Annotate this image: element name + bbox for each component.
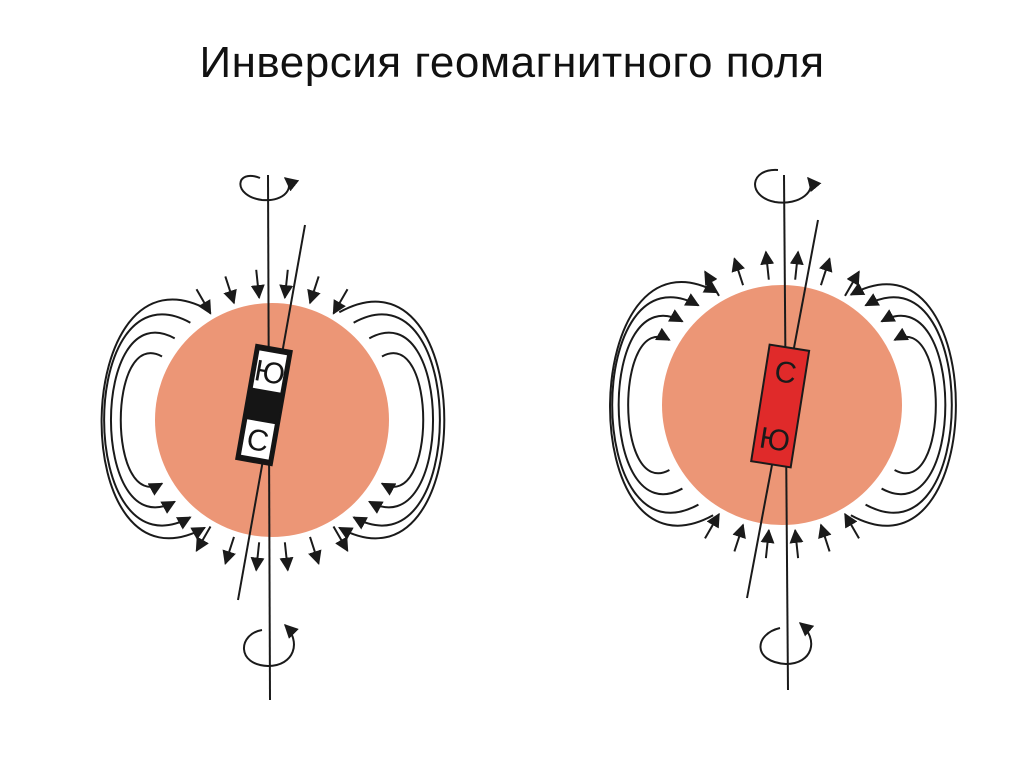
left-magnet: Ю С xyxy=(235,343,293,467)
field-arrow xyxy=(704,270,720,297)
field-arrow xyxy=(279,542,294,572)
right-top-rotation-arrow xyxy=(754,168,822,204)
field-line xyxy=(864,293,953,514)
field-line xyxy=(338,300,446,540)
right-magnet-top-label: С xyxy=(772,355,799,391)
field-line xyxy=(380,352,425,496)
field-line xyxy=(109,331,176,514)
left-magnet-top-label: Ю xyxy=(252,354,288,392)
left-globe: Ю С xyxy=(100,174,446,701)
field-arrow xyxy=(250,542,265,572)
left-bottom-rotation-arrow xyxy=(243,624,299,668)
field-arrow xyxy=(195,288,212,315)
right-field-lines xyxy=(609,280,957,527)
right-magnet-body xyxy=(750,343,811,469)
field-arrow xyxy=(222,536,236,565)
field-line xyxy=(368,331,435,514)
field-line xyxy=(611,293,700,514)
field-line xyxy=(627,327,671,475)
field-arrow xyxy=(308,536,322,565)
field-arrow xyxy=(195,526,212,552)
field-line xyxy=(609,280,719,527)
field-arrow xyxy=(223,276,237,305)
field-arrow xyxy=(819,257,833,286)
field-arrow xyxy=(307,276,321,305)
slide-title: Инверсия геомагнитного поля xyxy=(199,38,825,87)
field-line xyxy=(617,309,684,496)
field-arrow xyxy=(760,528,775,559)
field-arrow xyxy=(844,512,860,539)
right-radial-arrows xyxy=(704,250,860,559)
field-arrow xyxy=(789,528,804,559)
left-field-lines xyxy=(100,298,446,540)
field-arrow xyxy=(332,288,349,315)
field-arrow xyxy=(704,512,720,539)
right-bottom-rotation-arrow xyxy=(759,622,815,666)
left-radial-arrows xyxy=(195,269,349,572)
field-line xyxy=(893,327,937,475)
field-arrow xyxy=(250,269,265,300)
field-line xyxy=(849,282,957,527)
field-line xyxy=(103,313,192,530)
field-arrow xyxy=(279,269,294,300)
left-top-rotation-arrow xyxy=(239,175,300,202)
right-globe: С Ю xyxy=(609,168,957,691)
field-arrow xyxy=(818,523,832,552)
field-arrow xyxy=(731,257,745,286)
right-magnet: С Ю xyxy=(750,343,811,469)
field-arrow xyxy=(732,523,746,552)
field-arrow xyxy=(789,250,804,280)
right-magnet-bottom-label: Ю xyxy=(757,421,792,458)
field-line xyxy=(352,313,441,530)
field-line xyxy=(100,298,209,540)
field-line xyxy=(119,352,164,496)
field-arrow xyxy=(844,270,860,297)
field-arrow xyxy=(760,250,775,280)
field-line xyxy=(880,309,947,496)
field-arrow xyxy=(332,526,349,552)
